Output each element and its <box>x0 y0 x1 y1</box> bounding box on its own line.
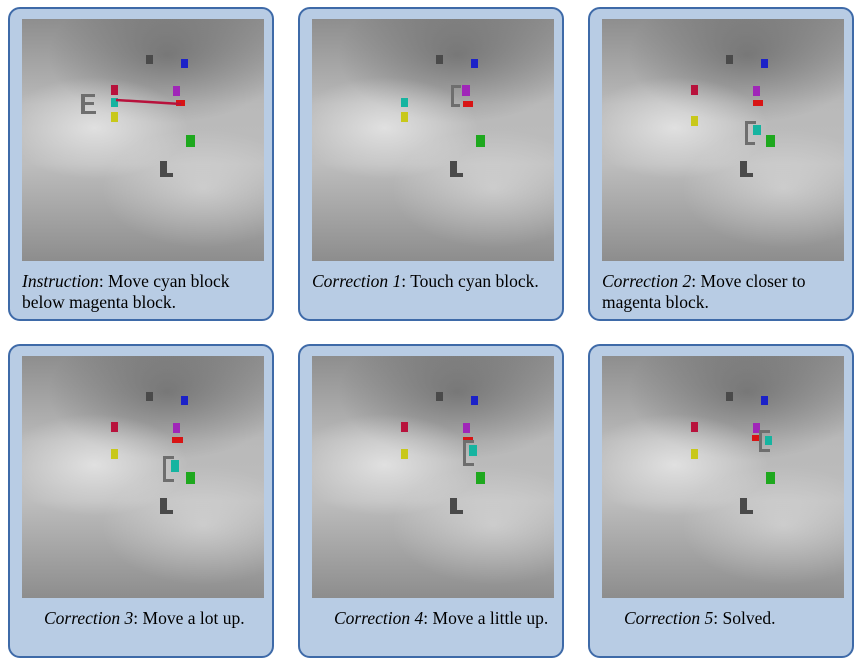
caption-lead: Correction 3 <box>44 608 134 628</box>
panel-caption: Correction 5: Solved. <box>624 608 844 629</box>
dark-block <box>160 161 173 177</box>
panel-correction-3: Correction 3: Move a lot up. <box>8 344 274 658</box>
crimson-block <box>111 422 118 432</box>
green-block <box>186 135 195 147</box>
scene-image <box>312 356 554 598</box>
dark-block <box>160 498 173 514</box>
yellow-block <box>401 449 408 459</box>
gripper <box>163 456 174 482</box>
scene-image <box>22 19 264 261</box>
yellow-block <box>691 116 698 126</box>
dark-block <box>146 392 153 401</box>
panel-correction-1: Correction 1: Touch cyan block. <box>298 7 564 321</box>
caption-text: : Move cyan block below magenta block. <box>22 271 230 312</box>
scene-image <box>602 356 844 598</box>
panel-instruction: Instruction: Move cyan block below magen… <box>8 7 274 321</box>
panel-caption: Correction 4: Move a little up. <box>334 608 554 629</box>
blue-block <box>181 396 188 405</box>
scene-image <box>22 356 264 598</box>
panel-correction-4: Correction 4: Move a little up. <box>298 344 564 658</box>
caption-text: : Move closer to magenta block. <box>602 271 806 312</box>
red-target-marker <box>463 101 473 107</box>
dark-block <box>436 392 443 401</box>
red-target-marker <box>172 437 183 443</box>
magenta-block <box>463 423 470 433</box>
gripper <box>745 121 756 145</box>
caption-lead: Correction 5 <box>624 608 714 628</box>
dark-block <box>146 55 153 64</box>
gripper <box>81 94 96 114</box>
caption-text: : Move a little up. <box>423 608 549 628</box>
dark-block <box>450 161 463 177</box>
cyan-block <box>171 460 179 472</box>
blue-block <box>761 59 768 68</box>
caption-text: : Move a lot up. <box>133 608 245 628</box>
dark-block <box>740 161 753 177</box>
crimson-block <box>401 422 408 432</box>
panel-caption: Correction 3: Move a lot up. <box>44 608 264 629</box>
dark-block <box>450 498 463 514</box>
yellow-block <box>111 449 118 459</box>
cyan-block <box>469 445 477 456</box>
blue-block <box>471 59 478 68</box>
cyan-block <box>401 98 408 107</box>
crimson-block <box>111 85 118 95</box>
cyan-block <box>111 98 118 107</box>
crimson-block <box>691 85 698 95</box>
red-target-marker <box>753 100 763 106</box>
trajectory-line <box>115 98 182 106</box>
caption-text: : Solved. <box>713 608 776 628</box>
yellow-block <box>111 112 118 122</box>
crimson-block <box>691 422 698 432</box>
scene-image <box>312 19 554 261</box>
yellow-block <box>691 449 698 459</box>
magenta-block <box>462 85 470 96</box>
caption-lead: Instruction <box>22 271 99 291</box>
caption-lead: Correction 4 <box>334 608 424 628</box>
caption-lead: Correction 2 <box>602 271 692 291</box>
dark-block <box>740 498 753 514</box>
magenta-block <box>173 86 180 96</box>
red-target-marker <box>752 435 762 441</box>
magenta-block <box>173 423 180 433</box>
caption-lead: Correction 1 <box>312 271 402 291</box>
gripper <box>759 430 770 452</box>
panel-correction-5: Correction 5: Solved. <box>588 344 854 658</box>
gripper <box>463 440 474 466</box>
blue-block <box>761 396 768 405</box>
blue-block <box>181 59 188 68</box>
cyan-block <box>753 125 761 135</box>
magenta-block <box>753 86 760 96</box>
gripper <box>451 85 461 107</box>
panel-correction-2: Correction 2: Move closer to magenta blo… <box>588 7 854 321</box>
dark-block <box>726 392 733 401</box>
panel-caption: Correction 1: Touch cyan block. <box>312 271 556 292</box>
blue-block <box>471 396 478 405</box>
dark-block <box>726 55 733 64</box>
panel-caption: Instruction: Move cyan block below magen… <box>22 271 266 313</box>
green-block <box>186 472 195 484</box>
magenta-block <box>753 423 760 433</box>
scene-image <box>602 19 844 261</box>
green-block <box>476 135 485 147</box>
caption-text: : Touch cyan block. <box>401 271 539 291</box>
cyan-block <box>765 436 772 445</box>
panel-caption: Correction 2: Move closer to magenta blo… <box>602 271 846 313</box>
green-block <box>476 472 485 484</box>
yellow-block <box>401 112 408 122</box>
dark-block <box>436 55 443 64</box>
green-block <box>766 135 775 147</box>
green-block <box>766 472 775 484</box>
